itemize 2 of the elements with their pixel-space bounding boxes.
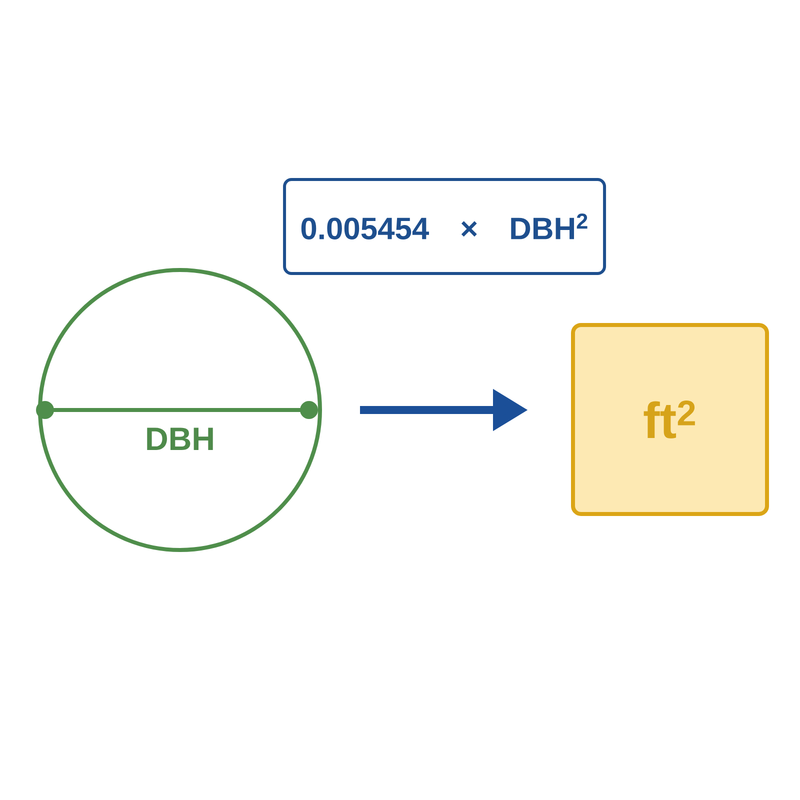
unit-box: ft$^{2}$ xyxy=(571,322,769,516)
formula-box: 0.005454 × DBH$^{2}$ xyxy=(283,178,606,275)
